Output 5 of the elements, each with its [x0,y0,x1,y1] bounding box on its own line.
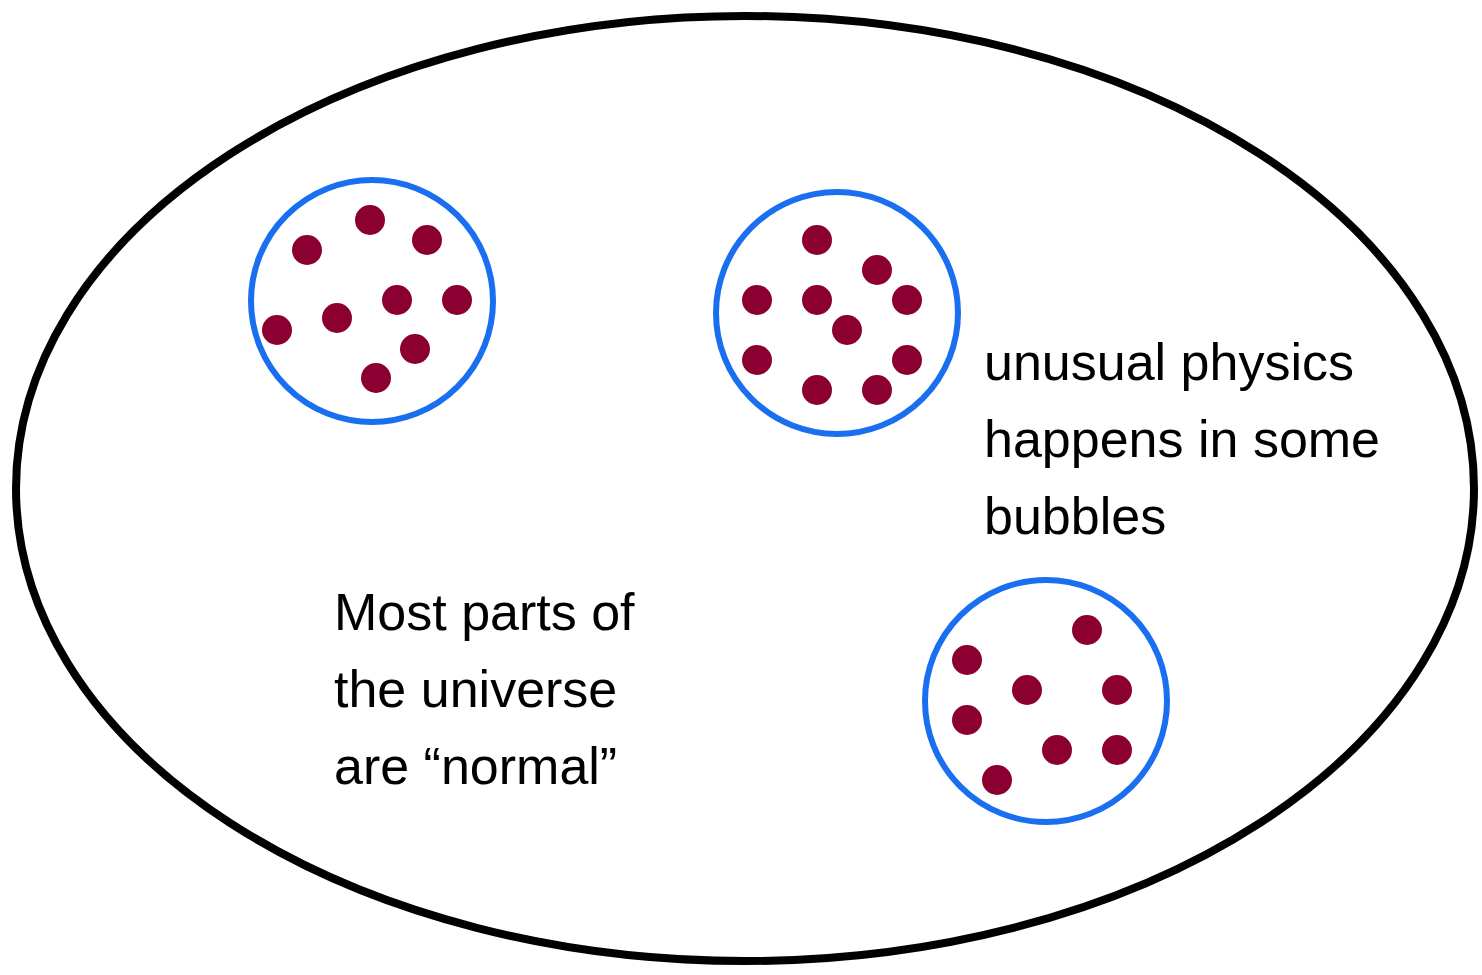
bubble-drawing [248,177,496,425]
description-text: Most parts of the universe are “normal” [334,582,636,797]
bubble-drawing [713,189,961,437]
bubble-drawing [922,577,1170,825]
description-text: unusual physics happens in some bubbles [984,332,1382,547]
